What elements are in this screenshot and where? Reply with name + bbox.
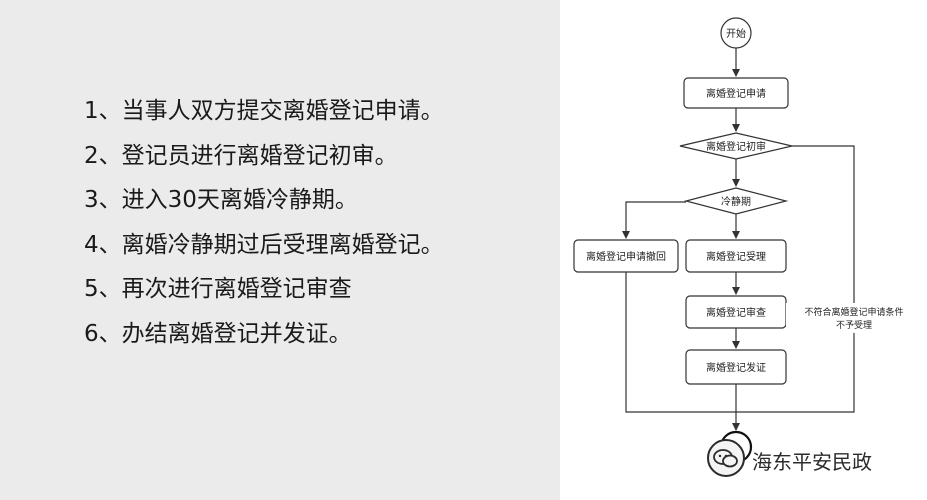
reject-label-line1: 不符合离婚登记申请条件 [804, 306, 903, 318]
accept-label: 离婚登记受理 [706, 250, 766, 263]
flowchart: 开始 离婚登记申请 离婚登记初审 冷静期 离婚登记申请撤回 离婚登记受理 离婚登… [573, 17, 920, 464]
initial-review-label: 离婚登记初审 [706, 140, 766, 153]
watermark-text: 海东平安民政 [752, 449, 872, 474]
step-item: 5、再次进行离婚登记审查 [84, 276, 352, 303]
accept-box [685, 239, 787, 273]
step-item: 6、办结离婚登记并发证。 [84, 320, 352, 347]
connector-cooling-withdraw [622, 201, 686, 239]
issue-box [685, 349, 787, 385]
start-label: 开始 [726, 27, 746, 40]
steps-list: 1、当事人双方提交离婚登记申请。 2、登记员进行离婚登记初审。 3、进入30天离… [84, 96, 444, 364]
apply-box [683, 77, 789, 109]
step-item: 1、当事人双方提交离婚登记申请。 [84, 98, 444, 124]
reject-note-bg [786, 303, 920, 333]
step-item: 3、进入30天离婚冷静期。 [84, 187, 358, 214]
step-item: 2、登记员进行离婚登记初审。 [84, 142, 398, 169]
connector-reject-end [736, 145, 855, 413]
cooling-decision [683, 187, 789, 215]
start-node [720, 17, 752, 49]
connector-withdraw-end [625, 272, 736, 413]
steps-panel: 1、当事人双方提交离婚登记申请。 2、登记员进行离婚登记初审。 3、进入30天离… [84, 96, 444, 364]
review-label: 离婚登记审查 [706, 306, 766, 319]
withdraw-label: 离婚登记申请撤回 [586, 250, 666, 263]
initial-review-decision [679, 132, 793, 160]
step-item: 4、离婚冷静期过后受理离婚登记。 [84, 231, 444, 258]
wechat-icon [706, 438, 746, 482]
flowchart-panel: 开始 离婚登记申请 离婚登记初审 冷静期 离婚登记申请撤回 离婚登记受理 离婚登… [560, 0, 927, 500]
watermark: 海东平安民政 [706, 438, 872, 482]
withdraw-box [573, 239, 679, 273]
reject-label-line2: 不予受理 [836, 319, 872, 331]
issue-label: 离婚登记发证 [706, 361, 766, 374]
apply-label: 离婚登记申请 [706, 87, 766, 100]
cooling-label: 冷静期 [721, 195, 751, 208]
